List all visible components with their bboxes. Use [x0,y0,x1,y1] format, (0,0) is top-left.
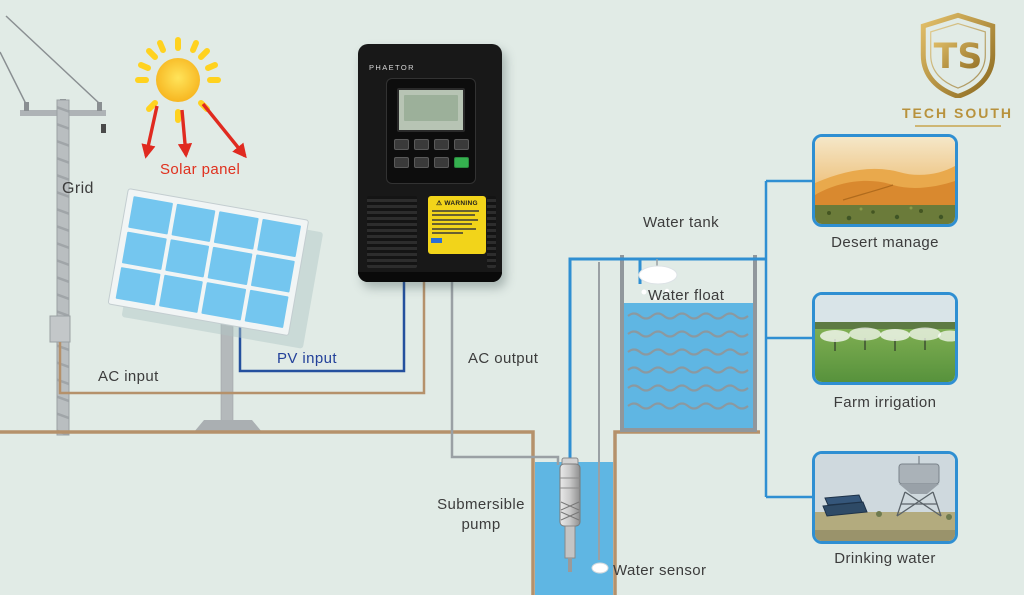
ac-output-wire [450,282,560,465]
solar-pump-inverter: PHAETOR ⚠ WARNING [358,44,502,282]
pv-input-label: PV input [277,350,337,367]
water-sensor-label: Water sensor [613,562,707,579]
app-caption-drinking: Drinking water [834,550,936,567]
app-card-farm[interactable] [812,292,958,385]
water-float-label: Water float [648,287,725,304]
app-card-drinking[interactable] [812,451,958,544]
inverter-keypad-row2[interactable] [387,157,475,168]
grid-pole [0,15,106,436]
solar-panel-label: Solar panel [160,161,241,178]
submersible-pump-label: Submersible pump [437,496,525,534]
pole-junction-box [49,315,71,343]
inverter-terminal-strip [358,272,502,282]
farm-irrigation-image [815,295,955,382]
water-tank-label: Water tank [643,214,719,231]
inverter-vents-right [487,196,496,268]
ac-output-label: AC output [468,350,539,367]
logo-monogram: TS [933,37,982,77]
tank-walls [620,255,757,432]
pv-input-wire [238,282,406,373]
app-caption-farm: Farm irrigation [833,394,937,411]
logo-shield-icon: TS [920,12,995,99]
ac-input-wire [58,282,426,395]
grid-label: Grid [62,180,94,197]
tank-waves [627,312,749,410]
water-float [638,259,678,300]
app-caption-desert: Desert manage [831,234,939,251]
logo-tagline-bar [914,125,1001,127]
ac-input-label: AC input [98,368,159,385]
logo-title: TECH SOUTH [902,105,1013,121]
water-pipe [568,257,766,462]
warning-chip [431,238,442,243]
app-card-desert[interactable] [812,134,958,227]
drinking-water-image [815,454,955,541]
tech-south-logo: TS TECH SOUTH [880,12,1024,127]
submersible-pump [559,457,581,572]
warning-title: WARNING [444,200,478,207]
sun-rays-arrows [141,102,247,159]
water-tank [620,255,757,432]
water-sensor [591,562,609,574]
run-button [453,157,469,168]
water-tower [896,491,942,517]
pipe-and-connectors [568,179,812,499]
inverter-lcd-display [397,88,465,132]
inverter-brand: PHAETOR [369,63,415,72]
solar-panel-cells [115,196,302,329]
warning-triangle-icon: ⚠ [436,200,443,207]
inverter-control-panel [386,78,476,184]
inverter-warning-label: ⚠ WARNING [428,196,486,254]
inverter-keypad-row1[interactable] [387,139,475,150]
inverter-vents-left [367,196,417,268]
desert-image [815,137,955,224]
